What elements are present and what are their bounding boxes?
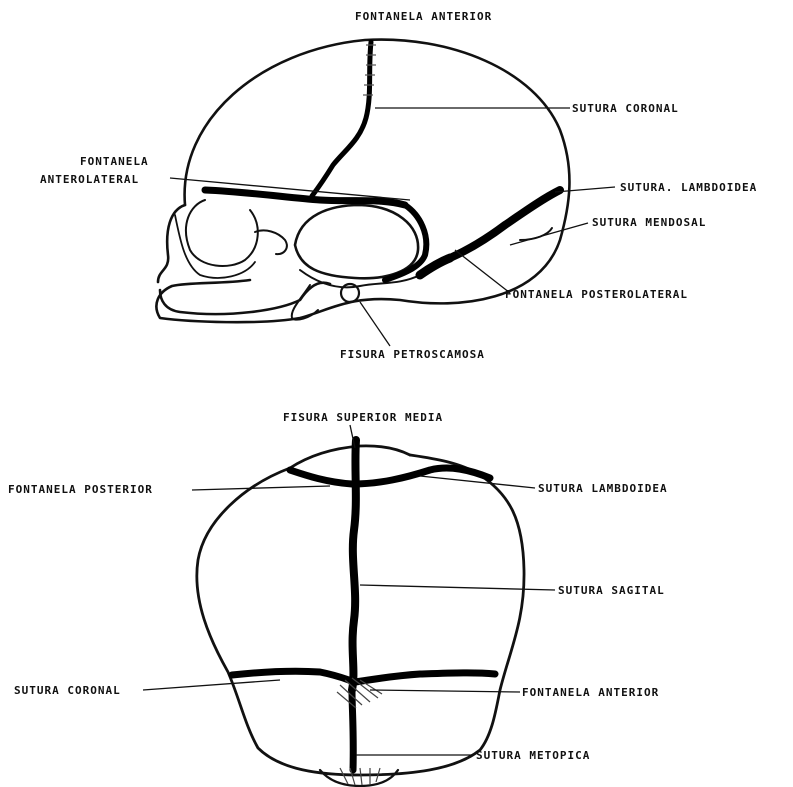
superior-sagittal-suture — [352, 440, 356, 690]
lateral-mandible — [160, 283, 330, 314]
label-sutura-sagital: SUTURA SAGITAL — [558, 584, 665, 597]
superior-cranium-outline — [197, 455, 524, 775]
lateral-squama — [295, 205, 418, 278]
leader-superior-coronal — [143, 680, 280, 690]
leader-superior-fontanela-posterior — [192, 486, 330, 490]
superior-lambdoid-suture — [290, 468, 490, 484]
label-fontanela-anterolateral-line1: FONTANELA — [80, 155, 149, 168]
label-fisura-petroscamosa: FISURA PETROSCAMOSA — [340, 348, 485, 361]
lateral-zygomatic — [255, 230, 287, 254]
label-fontanela-anterolateral-line2: ANTEROLATERAL — [40, 173, 139, 186]
leader-lateral-lambdoid — [555, 187, 615, 192]
lateral-sphenoparietal-suture — [205, 190, 405, 205]
superior-frontal-notch — [320, 770, 398, 786]
label-sutura-coronal-superior: SUTURA CORONAL — [14, 684, 121, 697]
leader-superior-fontanela-anterior — [370, 690, 520, 692]
label-fontanela-anterior-lateral: FONTANELA ANTERIOR — [355, 10, 492, 23]
label-fontanela-anterior-superior: FONTANELA ANTERIOR — [522, 686, 659, 699]
leader-superior-lambdoid — [420, 476, 535, 488]
label-fisura-superior-media: FISURA SUPERIOR MEDIA — [283, 411, 443, 424]
leader-lateral-petroscamosa — [360, 302, 390, 346]
lateral-cranium-outline — [156, 40, 569, 323]
label-sutura-lambdoidea-lateral: SUTURA. LAMBDOIDEA — [620, 181, 757, 194]
label-sutura-lambdoidea-superior: SUTURA LAMBDOIDEA — [538, 482, 668, 495]
fontanel-hatch — [360, 768, 362, 785]
label-sutura-mendosal: SUTURA MENDOSAL — [592, 216, 706, 229]
lateral-squamosal-suture — [385, 205, 426, 280]
leader-lateral-posterolateral — [455, 250, 510, 293]
lateral-coronal-suture — [312, 42, 371, 196]
label-sutura-coronal-lateral: SUTURA CORONAL — [572, 102, 679, 115]
label-sutura-metopica: SUTURA METOPICA — [476, 749, 590, 762]
leader-superior-sagital — [360, 585, 555, 590]
superior-metopic-suture — [352, 690, 353, 770]
superior-occipital-cap — [290, 446, 410, 468]
label-fontanela-posterior: FONTANELA POSTERIOR — [8, 483, 153, 496]
lateral-lambdoid-suture — [450, 190, 560, 258]
leader-lateral-mendosal — [510, 223, 588, 245]
lateral-orbit — [186, 200, 258, 266]
label-fontanela-posterolateral: FONTANELA POSTEROLATERAL — [505, 288, 688, 301]
